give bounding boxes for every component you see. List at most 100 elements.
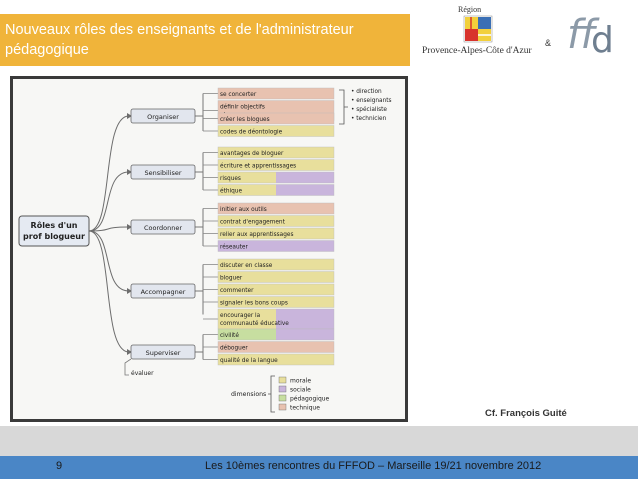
item-dim-1-2-1: [276, 172, 334, 183]
arrowhead-2: [127, 224, 132, 230]
item-dim-1-0-0: [218, 147, 334, 158]
role-box-2: [130, 219, 196, 235]
brace-item-0: • direction: [351, 89, 382, 95]
item-dim-3-1-0: [218, 271, 334, 283]
brace-item-3: • technicien: [351, 116, 387, 122]
item-box-4-2: [217, 353, 335, 366]
connector-3: [88, 230, 130, 292]
legend-label-technique: technique: [290, 405, 320, 412]
item-label-2-0: initier aux outils: [220, 207, 267, 213]
item-dim-3-3-0: [218, 296, 334, 308]
item-dim-3-0-0: [218, 259, 334, 270]
item-label-3-1: bloguer: [220, 276, 243, 282]
arrowhead-0: [127, 113, 132, 119]
item-label-3-2: commenter: [220, 288, 254, 294]
arrowhead-3: [127, 288, 132, 294]
item-box-2-2: [217, 227, 335, 240]
svg-text:d: d: [591, 20, 614, 58]
item-box-1-1: [217, 159, 335, 171]
footer-band: [0, 426, 638, 456]
connector-1: [88, 171, 130, 232]
role-label-1: Sensibiliser: [144, 169, 181, 177]
item-box-0-2: [217, 112, 335, 125]
item-box-2-1: [217, 215, 335, 227]
item-dim-3-4-1: [276, 309, 334, 329]
item-box-4-1: [217, 341, 335, 353]
item-box-1-2: [217, 171, 335, 184]
item-dim-3-2-0: [218, 284, 334, 295]
central-label-line-1: Rôles d'un: [31, 220, 78, 230]
item-box-0-0: [217, 87, 335, 100]
item-dim-1-2-0: [218, 172, 276, 183]
item-label-2-1: contrat d'engagement: [220, 220, 286, 226]
connector-0: [88, 115, 130, 232]
item-label-3-0: discuter en classe: [220, 263, 273, 269]
item-box-4-0: [217, 328, 335, 341]
brace-item-1: • enseignants: [351, 98, 392, 104]
legend-swatch-morale: [278, 376, 287, 384]
role-box-4: [130, 344, 196, 360]
footer-event: Les 10èmes rencontres du FFFOD – Marseil…: [205, 460, 542, 472]
item-box-0-3: [217, 125, 335, 137]
item-dim-1-3-1: [276, 184, 334, 196]
item-dim-4-1-0: [218, 341, 334, 353]
region-name: Provence-Alpes-Côte d'Azur: [422, 46, 532, 56]
connector-2: [88, 226, 130, 232]
arrowhead-4: [127, 349, 132, 355]
role-brace: [339, 89, 348, 125]
item-label-1-3: éthique: [220, 188, 242, 195]
item-dim-4-0-1: [276, 329, 334, 340]
item-dim-1-3-0: [218, 184, 276, 196]
legend-label-morale: morale: [290, 378, 311, 385]
page-number: 9: [56, 460, 63, 472]
page-title: Nouveaux rôles des enseignants et de l'a…: [5, 22, 354, 58]
item-label-3-3: signaler les bons coups: [220, 301, 288, 307]
legend-title: dimensions: [231, 391, 266, 398]
legend-swatch-pedagogique: [278, 394, 287, 402]
item-dim-0-3-0: [218, 125, 334, 137]
legend-label-sociale: sociale: [290, 387, 311, 394]
item-dim-4-2-0: [218, 354, 334, 365]
item-dim-2-1-0: [218, 215, 334, 227]
item-box-1-0: [217, 146, 335, 159]
evaluate-line: [124, 358, 132, 376]
region-crest-icon: [463, 15, 493, 43]
legend-brace: [268, 375, 275, 413]
role-box-1: [130, 164, 196, 180]
role-label-2: Coordonner: [144, 224, 182, 232]
item-label-4-1: déboguer: [220, 345, 248, 352]
item-dim-0-0-0: [218, 88, 334, 99]
credit: Cf. François Guité: [485, 408, 567, 419]
evaluate-label: évaluer: [131, 370, 154, 377]
role-label-4: Superviser: [146, 349, 181, 357]
item-box-2-3: [217, 240, 335, 252]
item-label-0-0: se concerter: [220, 92, 257, 98]
arrowhead-1: [127, 169, 132, 175]
item-dim-3-4-0: [218, 309, 276, 329]
connector-4: [88, 230, 130, 353]
item-label-0-2: créer les blogues: [220, 116, 270, 123]
item-label-4-2: qualité de la langue: [220, 357, 278, 364]
item-dim-4-0-0: [218, 329, 276, 340]
fffod-logo-icon: ff d: [567, 12, 614, 58]
role-label-3: Accompagner: [141, 288, 186, 296]
item-box-1-3: [217, 184, 335, 196]
item-box-3-3: [217, 296, 335, 308]
item-label-2-3: réseauter: [220, 244, 248, 251]
item-dim-1-1-0: [218, 159, 334, 171]
item-box-3-0: [217, 258, 335, 271]
brace-item-2: • spécialiste: [351, 106, 387, 113]
item-dim-2-3-0: [218, 240, 334, 252]
item-label-1-1: écriture et apprentissages: [220, 163, 296, 170]
svg-text:ff: ff: [567, 12, 600, 58]
legend-swatch-technique: [278, 403, 287, 411]
central-node: [18, 215, 90, 247]
item-label-3-4-a: encourager la: [220, 313, 261, 319]
central-label-line-2: prof blogueur: [23, 232, 85, 241]
title-bar: [0, 14, 410, 66]
item-label-3-4-b: communauté éducative: [220, 320, 289, 327]
item-dim-0-2-0: [218, 113, 334, 124]
